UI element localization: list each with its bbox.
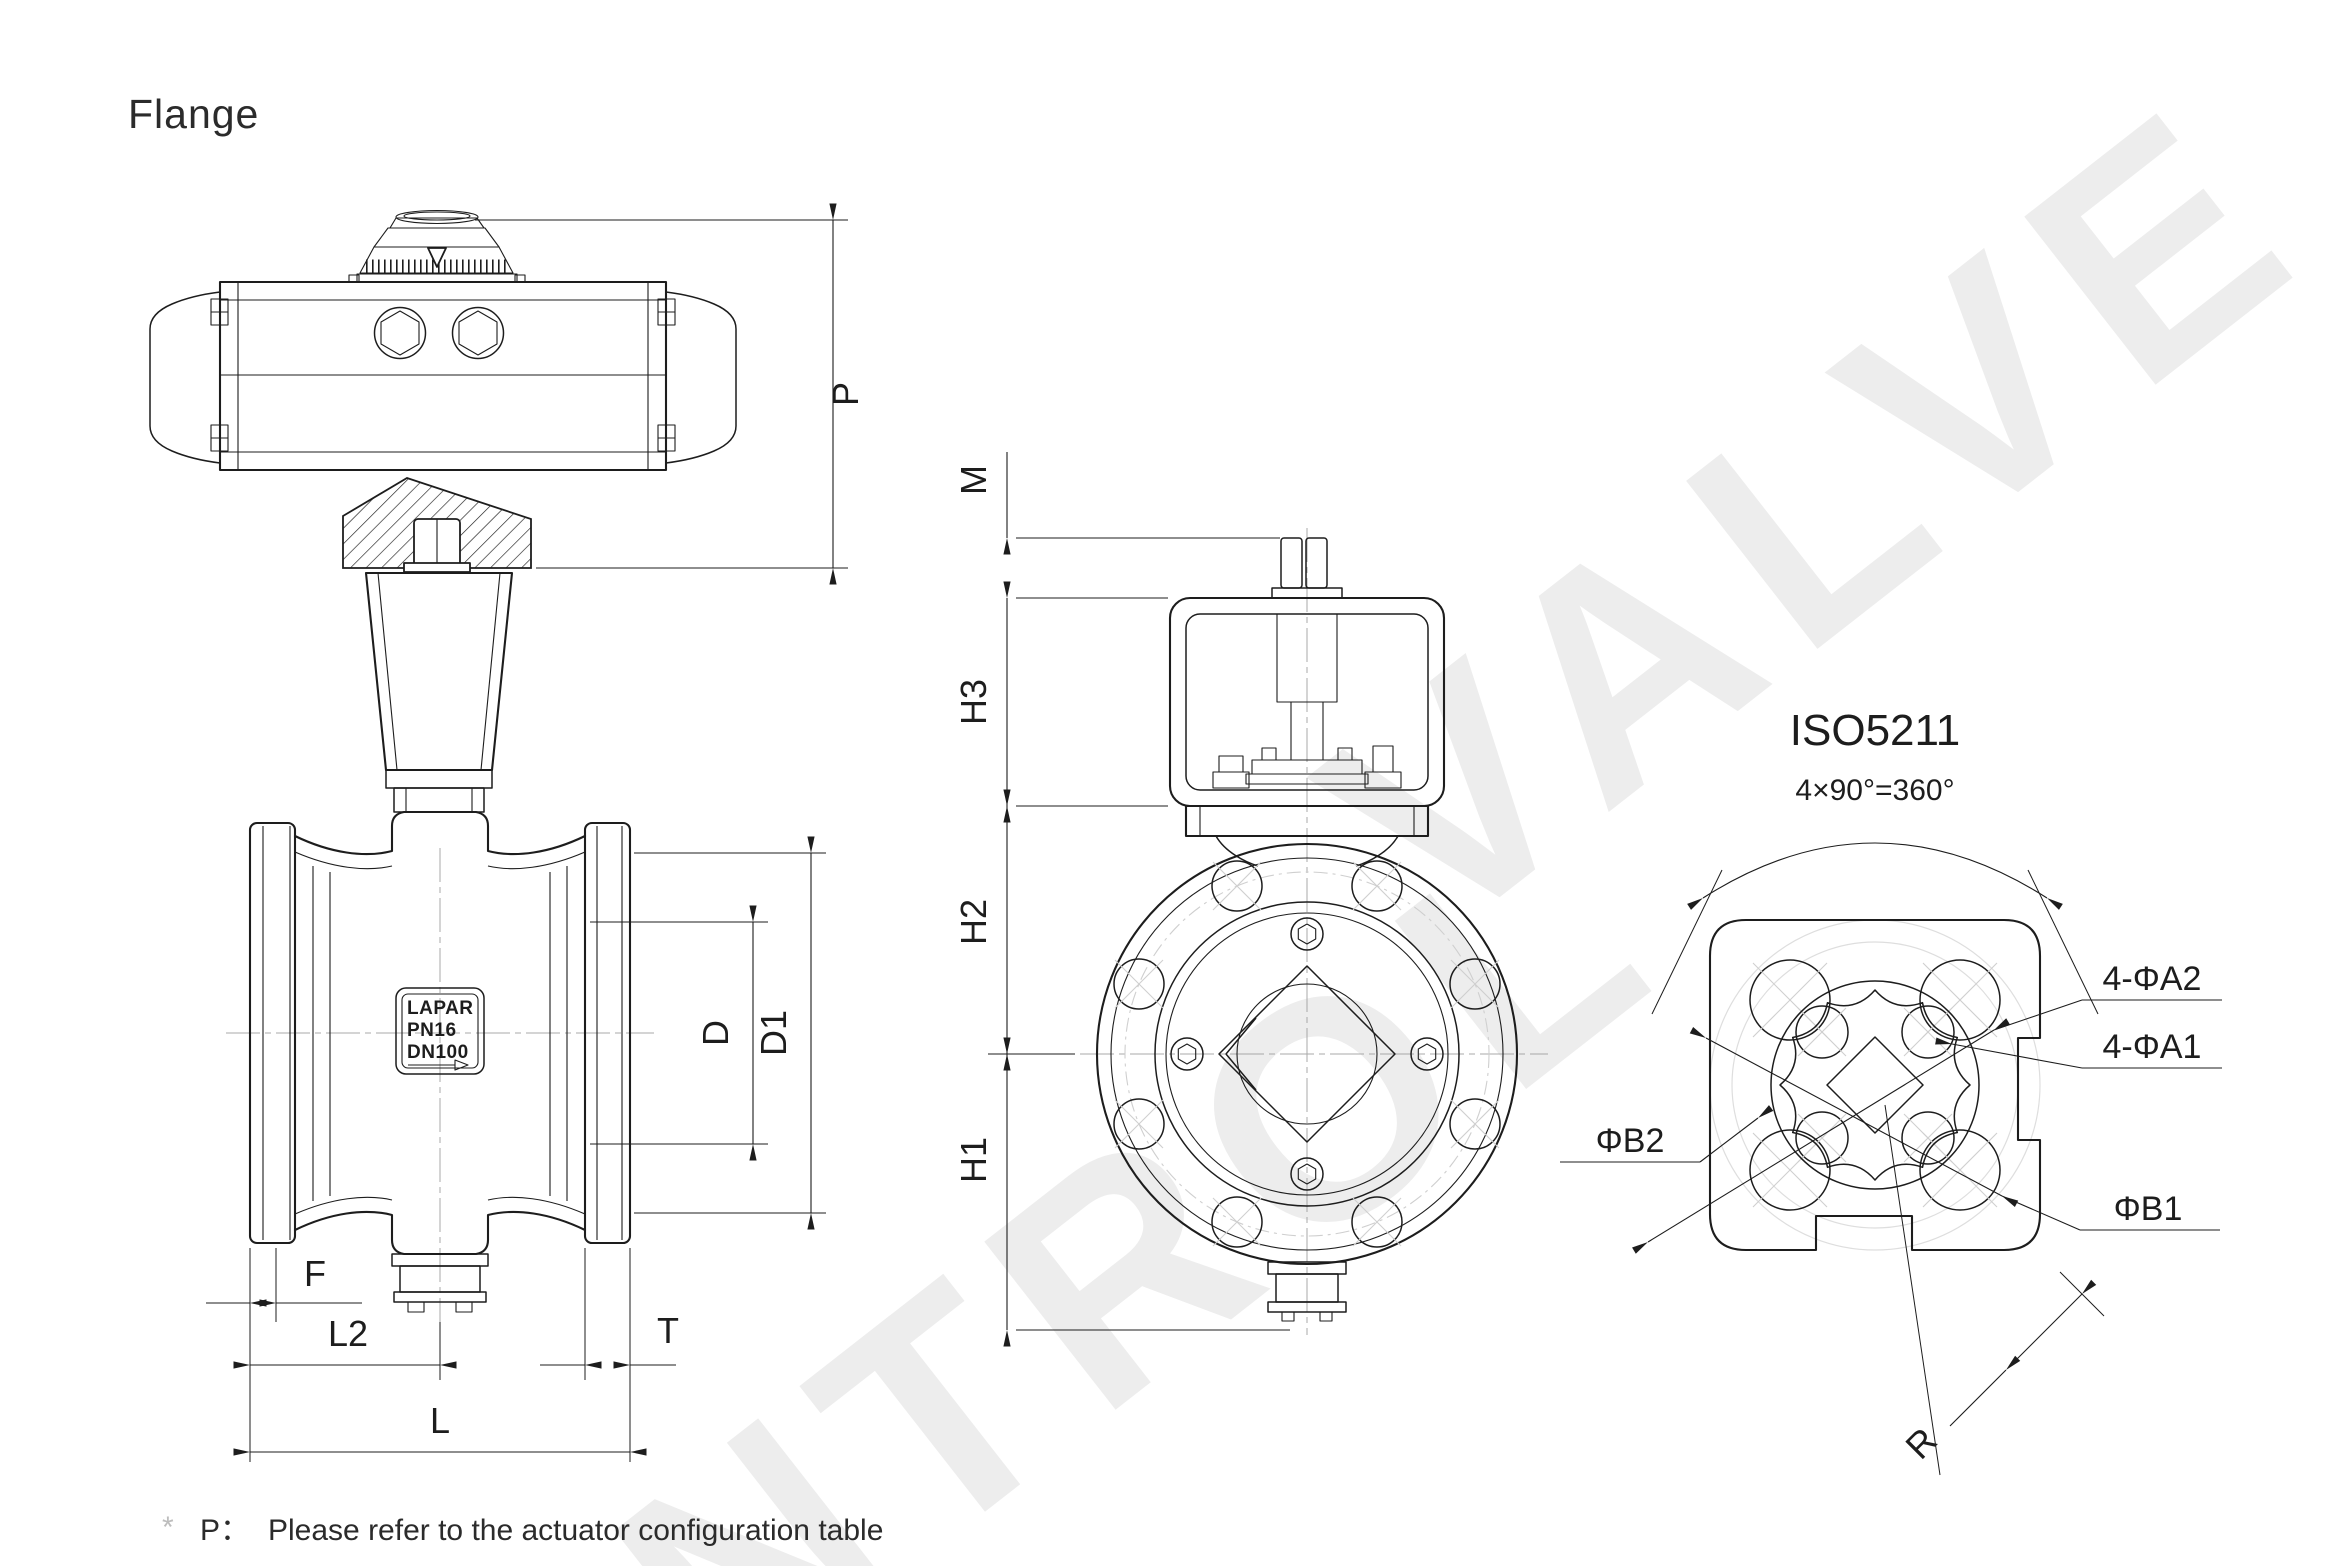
- dim-label-m: M: [953, 465, 994, 495]
- indicator-pointer: [427, 247, 447, 268]
- actuator-end-cap-left: [149, 291, 221, 464]
- indicator-cone: [359, 246, 514, 274]
- valve-body: LAPAR PN16 DN100: [248, 810, 632, 1313]
- nameplate-dn: DN100: [407, 1042, 469, 1063]
- watermark: CONTROL VALVE: [146, 31, 2351, 1566]
- yoke: [364, 571, 514, 813]
- dim-label-h2: H2: [953, 899, 994, 945]
- flow-arrow-icon: [408, 1059, 469, 1071]
- footnote-text: Please refer to the actuator configurati…: [268, 1514, 883, 1547]
- indicator-knob-inner: [403, 211, 471, 221]
- flange-outer-circle: [1095, 842, 1519, 1266]
- iso5211-view: ISO5211 4×90°=360°: [1560, 706, 2222, 1476]
- raised-face-inner: [1165, 912, 1449, 1196]
- front-view: M H3 H2 H1: [953, 452, 1548, 1347]
- raised-face-outer: [1154, 901, 1460, 1207]
- label-b2: ΦB2: [1596, 1122, 1665, 1160]
- bolt-holes: [1113, 860, 1501, 1248]
- indicator-base: [356, 273, 518, 283]
- watermark-line2: VALVE: [1263, 31, 2351, 999]
- actuator-cylinder: [218, 280, 668, 472]
- mounting-block: [342, 477, 532, 573]
- seat-retainer-screws: [1170, 917, 1444, 1191]
- a1-bolt-holes: [1795, 1005, 1955, 1165]
- yoke-band: [385, 769, 493, 789]
- air-port-left: [373, 306, 427, 360]
- nameplate-pn: PN16: [407, 1020, 457, 1041]
- body-top-profile: [293, 810, 587, 856]
- dim-label-d: D: [695, 1020, 736, 1046]
- front-view-dimensions: M H3 H2 H1: [953, 452, 1290, 1347]
- flange-ring: [1110, 857, 1504, 1251]
- dim-label-l2: L2: [328, 1313, 368, 1354]
- yoke-collar: [393, 787, 485, 813]
- iso-title: ISO5211: [1790, 706, 1960, 755]
- label-a2: 4-ΦA2: [2103, 960, 2202, 998]
- side-view-dimensions: P D D1 F L2 T: [206, 203, 866, 1462]
- label-b1: ΦB1: [2114, 1190, 2183, 1228]
- footnote-star: *: [162, 1511, 174, 1544]
- side-view: LAPAR PN16 DN100 P: [149, 203, 866, 1462]
- flange-face: [1095, 842, 1519, 1322]
- bolt-circle: [1124, 871, 1490, 1237]
- nameplate: LAPAR PN16 DN100: [395, 987, 485, 1075]
- label-a1: 4-ΦA1: [2103, 1028, 2202, 1066]
- a2-bolt-holes: [1749, 959, 2001, 1211]
- bottom-boss: [391, 1253, 489, 1313]
- end-cap-bolts: [210, 298, 676, 452]
- indicator-knob-top: [395, 209, 479, 225]
- angle-arc: [1687, 842, 2063, 910]
- dim-label-h1: H1: [953, 1137, 994, 1183]
- indicator-dome: [373, 227, 500, 248]
- actuator-position-indicator: [348, 209, 526, 283]
- stem-nut-base: [403, 562, 471, 573]
- v-port-ball: [1218, 965, 1396, 1143]
- dim-label-l: L: [430, 1400, 450, 1441]
- dim-label-d1: D1: [753, 1010, 794, 1056]
- dim-label-p: P: [825, 382, 866, 406]
- dim-label-t: T: [657, 1310, 679, 1351]
- bracket-bolt-left: [1212, 771, 1250, 789]
- actuator-body: [149, 280, 737, 472]
- iso-angle-note: 4×90°=360°: [1795, 774, 1954, 807]
- nameplate-brand: LAPAR: [407, 998, 474, 1019]
- v-notch: [1225, 1017, 1257, 1091]
- front-bottom-boss: [1267, 1261, 1347, 1322]
- footnote-prefix: P：: [200, 1514, 250, 1547]
- actuator-end-cap-right: [665, 291, 737, 464]
- air-port-right: [451, 306, 505, 360]
- footnote: * P： Please refer to the actuator config…: [162, 1511, 883, 1547]
- page-title: Flange: [128, 91, 259, 137]
- dim-label-f: F: [304, 1253, 326, 1294]
- dim-label-h3: H3: [953, 679, 994, 725]
